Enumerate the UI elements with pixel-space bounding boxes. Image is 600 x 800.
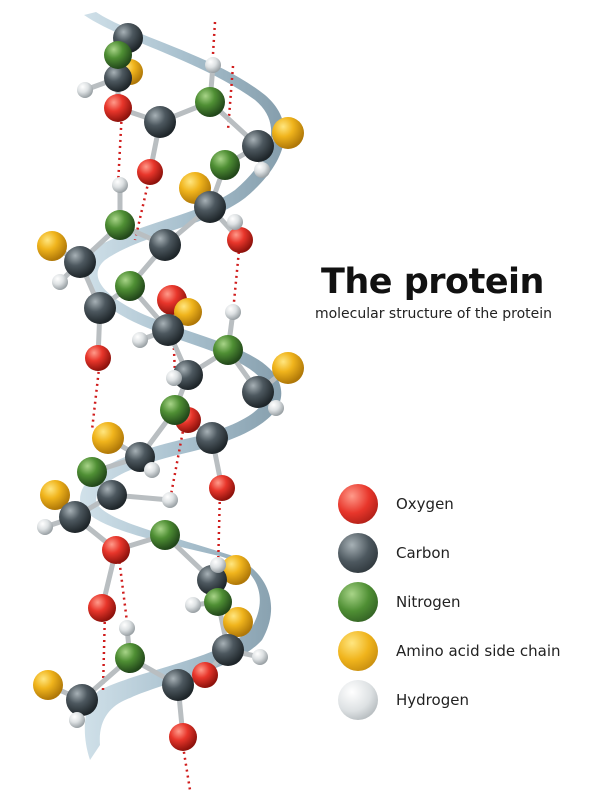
- hydrogen-swatch-icon: [338, 680, 378, 720]
- legend-label: Carbon: [396, 544, 451, 562]
- legend-item-oxygen: Oxygen: [338, 484, 578, 533]
- diagram-title: The protein: [321, 262, 544, 302]
- legend-item-hydrogen: Hydrogen: [338, 680, 578, 729]
- diagram-subtitle: molecular structure of the protein: [314, 306, 553, 322]
- legend-item-nitrogen: Nitrogen: [338, 582, 578, 631]
- carbon-atoms: [59, 23, 274, 716]
- side-chain-swatch-icon: [338, 631, 378, 671]
- helix-ribbon: [80, 12, 285, 760]
- nitrogen-swatch-icon: [338, 582, 378, 622]
- legend-label: Hydrogen: [396, 691, 469, 709]
- legend-label: Amino acid side chain: [396, 642, 561, 660]
- legend-label: Nitrogen: [396, 593, 461, 611]
- nitrogen-atoms: [77, 41, 243, 673]
- legend: Oxygen Carbon Nitrogen Amino acid side c…: [338, 484, 578, 729]
- legend-item-carbon: Carbon: [338, 533, 578, 582]
- carbon-swatch-icon: [338, 533, 378, 573]
- legend-label: Oxygen: [396, 495, 454, 513]
- oxygen-swatch-icon: [338, 484, 378, 524]
- hydrogen-atoms: [37, 57, 284, 728]
- side-chain-atoms: [33, 59, 304, 700]
- legend-item-side-chain: Amino acid side chain: [338, 631, 578, 680]
